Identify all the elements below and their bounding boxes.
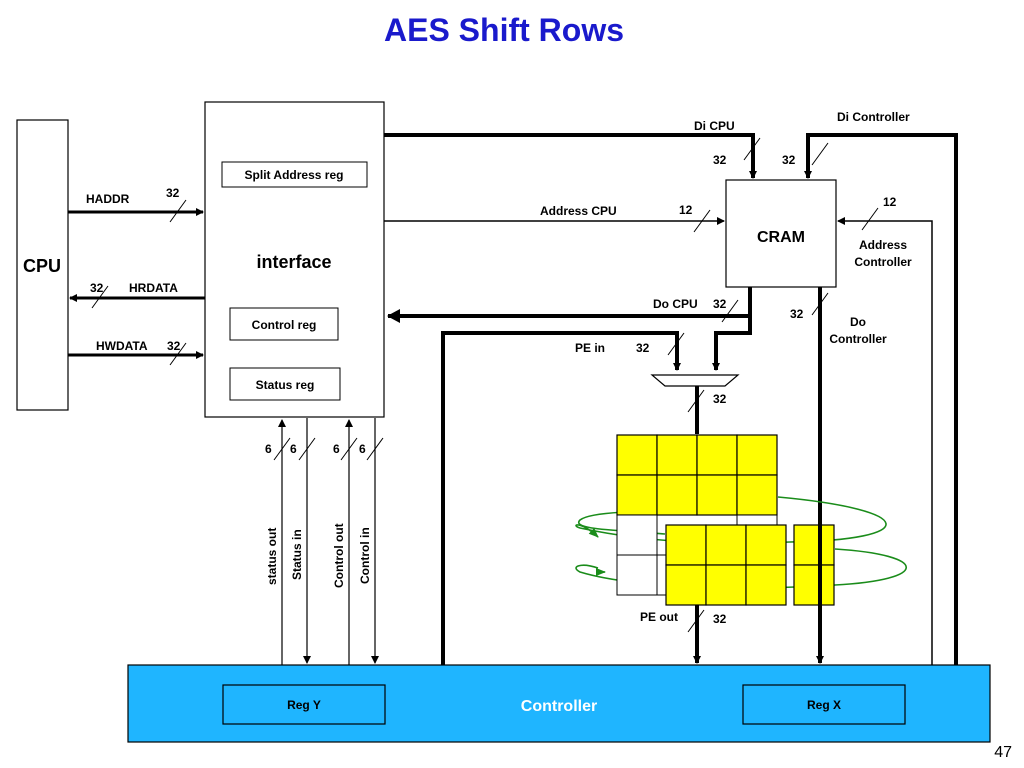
pe-cell	[736, 434, 778, 476]
cpu-block	[16, 119, 69, 411]
control-in-width: 6	[359, 442, 366, 456]
split-address-reg-box	[221, 161, 368, 188]
cpu-label: CPU	[23, 256, 61, 276]
status-in-width-slash	[298, 437, 316, 461]
di-controller-width: 32	[782, 153, 796, 167]
interface-block	[204, 101, 385, 418]
pe-cell	[705, 524, 747, 566]
address-controller-bus	[837, 217, 933, 665]
address-cpu-label: Address CPU	[540, 204, 617, 218]
pe-cell	[656, 434, 698, 476]
do-controller-label-2: Controller	[829, 332, 887, 346]
mux	[650, 374, 740, 387]
do-cpu-width: 32	[713, 297, 727, 311]
reg-y-label: Reg Y	[287, 698, 321, 712]
pe-out-width: 32	[713, 612, 727, 626]
status-in-label: Status in	[290, 529, 304, 580]
status-out-width: 6	[265, 442, 272, 456]
address-controller-width-slash	[861, 207, 879, 231]
control-out-width-slash	[340, 437, 358, 461]
controller-label: Controller	[521, 698, 597, 715]
di-cpu-label: Di CPU	[694, 119, 735, 133]
address-controller-label-2: Controller	[854, 255, 912, 269]
pe-cell	[616, 474, 658, 516]
hrdata-width: 32	[90, 281, 104, 295]
address-cpu-width-slash	[693, 209, 711, 233]
status-out-width-slash	[273, 437, 291, 461]
pe-in-width: 32	[636, 341, 650, 355]
pe-cell	[665, 564, 707, 606]
status-out-label: status out	[265, 528, 279, 585]
haddr-label: HADDR	[86, 192, 130, 206]
di-controller-width-slash	[811, 142, 829, 166]
hwdata-label: HWDATA	[96, 339, 148, 353]
di-cpu-width: 32	[713, 153, 727, 167]
pe-cell	[736, 474, 778, 516]
pe-cell	[793, 524, 835, 566]
control-in-width-slash	[366, 437, 384, 461]
status-reg-box	[229, 367, 341, 401]
pe-cell	[745, 524, 787, 566]
split-address-reg-label: Split Address reg	[245, 168, 344, 182]
page-number: 47	[994, 744, 1012, 761]
pe-cell	[745, 564, 787, 606]
pe-cell	[656, 474, 698, 516]
pe-ghost-cell	[616, 554, 658, 596]
do-controller-label-1: Do	[850, 315, 866, 329]
hrdata-label: HRDATA	[129, 281, 178, 295]
reg-x-box	[742, 684, 906, 725]
do-controller-width: 32	[790, 307, 804, 321]
hrdata-width-slash	[91, 285, 109, 309]
pe-in-label: PE in	[575, 341, 605, 355]
control-in-label: Control in	[358, 527, 372, 584]
pe-out-width-slash	[687, 609, 705, 633]
control-out-label: Control out	[332, 523, 346, 588]
control-reg-box	[229, 307, 339, 341]
address-controller-label-1: Address	[859, 238, 907, 252]
di-cpu-width-slash	[743, 137, 761, 161]
haddr-width-slash	[169, 199, 187, 223]
pe-ghost-cell	[736, 514, 778, 526]
hwdata-width-slash	[169, 342, 187, 366]
di-cpu-bus	[384, 133, 757, 179]
page-title: AES Shift Rows	[383, 12, 624, 48]
pe-grid-shifted	[665, 524, 835, 606]
pe-grid-top	[616, 434, 778, 516]
do-cpu-width-slash	[721, 299, 739, 323]
control-out-width: 6	[333, 442, 340, 456]
di-controller-bus	[804, 133, 958, 665]
pe-cell	[793, 564, 835, 606]
status-in-width: 6	[290, 442, 297, 456]
di-controller-label: Di Controller	[837, 110, 910, 124]
address-controller-width: 12	[883, 195, 897, 209]
pe-in-width-slash	[667, 332, 685, 356]
pe-out-label: PE out	[640, 610, 678, 624]
hwdata-width: 32	[167, 339, 181, 353]
pe-cell	[696, 474, 738, 516]
control-reg-label: Control reg	[252, 318, 317, 332]
reg-x-label: Reg X	[807, 698, 841, 712]
pe-cell	[705, 564, 747, 606]
pe-cell	[665, 524, 707, 566]
do-controller-width-slash	[811, 292, 829, 316]
mux-out-width-slash	[687, 389, 705, 413]
mux-out-width: 32	[713, 392, 727, 406]
address-cpu-width: 12	[679, 203, 693, 217]
pe-in-bus	[441, 331, 681, 665]
haddr-width: 32	[166, 186, 180, 200]
pe-cell	[616, 434, 658, 476]
interface-label: interface	[256, 252, 331, 272]
pe-cell	[696, 434, 738, 476]
status-reg-label: Status reg	[256, 378, 315, 392]
cram-block	[725, 179, 837, 288]
reg-y-box	[222, 684, 386, 725]
do-cpu-label: Do CPU	[653, 297, 698, 311]
pe-ghost-cell	[616, 514, 658, 556]
cram-label: CRAM	[757, 229, 805, 246]
do-to-mux-bus	[712, 316, 752, 371]
